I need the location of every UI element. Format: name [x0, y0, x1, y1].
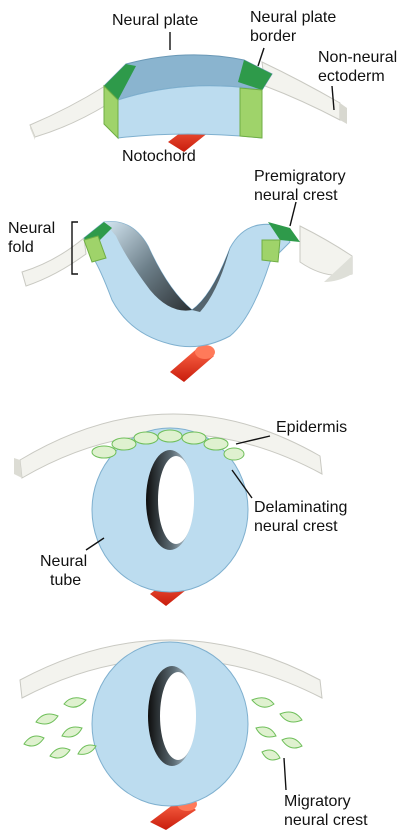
label-neural-fold-line2: fold — [8, 239, 34, 256]
stage-1-neural-plate: Neural plate Neural plate border Non-neu… — [30, 9, 397, 165]
label-premigratory-line1: Premigratory — [254, 168, 346, 185]
non-neural-ectoderm-right-2 — [300, 226, 352, 282]
label-epidermis: Epidermis — [276, 419, 347, 436]
notochord-2 — [170, 345, 215, 382]
stage-4-migratory-crest: Migratory neural crest — [20, 640, 368, 830]
migratory-neural-crest-right — [252, 698, 302, 760]
label-non-neural-line1: Non-neural — [318, 49, 397, 66]
label-delaminating-line2: neural crest — [254, 518, 338, 535]
migratory-neural-crest-left — [24, 698, 96, 758]
label-neural-plate-border-line1: Neural plate — [250, 9, 336, 26]
label-delaminating-line1: Delaminating — [254, 499, 347, 516]
label-neural-tube-line1: Neural — [40, 553, 87, 570]
neural-plate-border-right — [238, 60, 272, 138]
label-notochord: Notochord — [122, 148, 196, 165]
label-migratory-line1: Migratory — [284, 793, 351, 810]
neural-fold-tissue — [84, 222, 290, 347]
stage-2-neural-fold: Neural fold Premigratory neural crest — [8, 168, 352, 382]
neural-tube-4 — [92, 642, 248, 806]
label-neural-tube-line2: tube — [50, 572, 81, 589]
label-migratory-line2: neural crest — [284, 812, 368, 829]
stage-3-neural-tube: Epidermis Delaminating neural crest Neur… — [14, 414, 347, 606]
label-neural-plate: Neural plate — [112, 12, 198, 29]
non-neural-ectoderm-left — [30, 86, 108, 140]
label-non-neural-line2: ectoderm — [318, 68, 385, 85]
label-neural-fold-line1: Neural — [8, 220, 55, 237]
label-neural-plate-border-line2: border — [250, 28, 297, 45]
label-premigratory-line2: neural crest — [254, 187, 338, 204]
